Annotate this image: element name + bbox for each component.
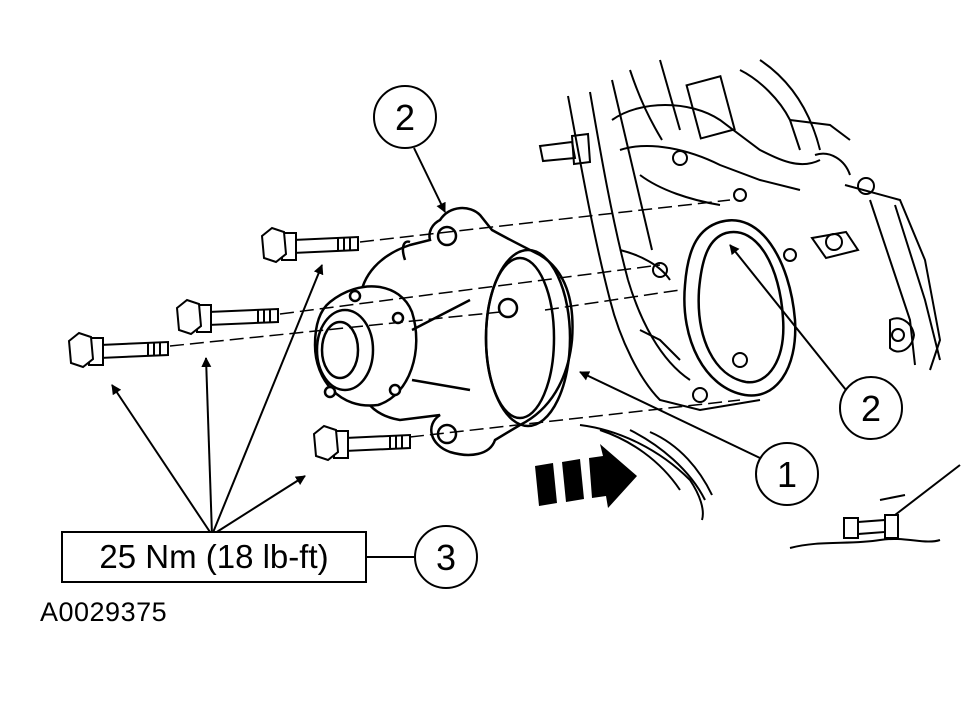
- bolt-upper: [260, 226, 359, 264]
- direction-arrow-icon: [535, 444, 637, 508]
- water-pump-icon: [313, 206, 574, 457]
- torque-spec-box: 25 Nm (18 lb-ft): [61, 531, 367, 583]
- torque-spec-label: 25 Nm (18 lb-ft): [99, 538, 328, 575]
- callout-number: 1: [777, 454, 797, 495]
- callout-2-top: 2: [373, 85, 437, 149]
- bolt-middle: [175, 298, 279, 336]
- bolt-icon: [67, 226, 899, 539]
- inset-mount-illustration: [789, 464, 961, 549]
- leader-lines: [111, 147, 847, 558]
- bolt-bottom: [312, 424, 411, 462]
- callout-number: 3: [436, 537, 456, 578]
- figure-id: A0029375: [40, 597, 168, 627]
- bolt-inset: [843, 514, 899, 539]
- callout-number: 2: [861, 388, 881, 429]
- gasket-icon: [683, 219, 797, 397]
- engine-block-illustration: [538, 59, 942, 521]
- callout-number: 2: [395, 97, 415, 138]
- bolt-lower-left: [67, 331, 169, 369]
- callout-1: 1: [755, 442, 819, 506]
- callout-3: 3: [414, 525, 478, 589]
- callout-2-right: 2: [839, 376, 903, 440]
- alignment-lines: [169, 199, 741, 438]
